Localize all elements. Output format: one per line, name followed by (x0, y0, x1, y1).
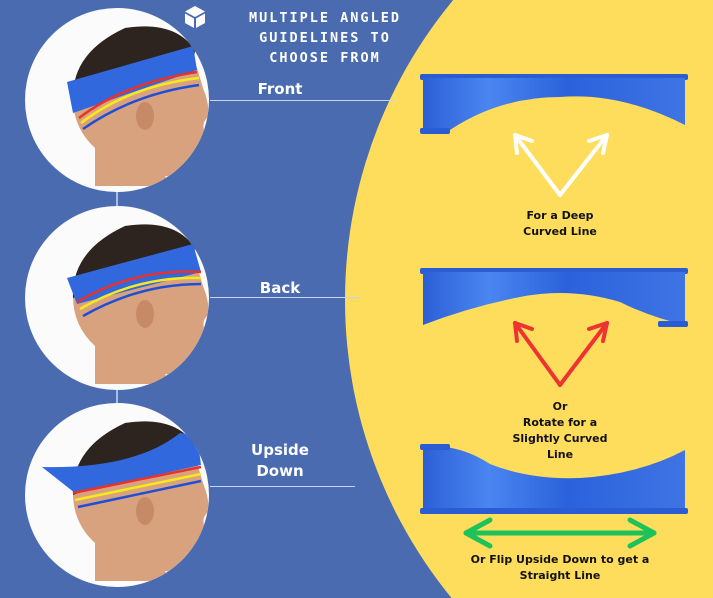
caption-deep-curve: For a Deep Curved Line (505, 208, 615, 240)
title-line-2: GUIDELINES TO (259, 30, 391, 46)
label-upside-down: Upside Down (240, 440, 320, 482)
headband-back-view (420, 268, 688, 327)
caption-deep-curve-line-2: Curved Line (523, 225, 597, 238)
white-v-arrows-icon (513, 133, 609, 197)
headband-upside-down-view (420, 444, 688, 514)
page-title: MULTIPLE ANGLED GUIDELINES TO CHOOSE FRO… (225, 8, 425, 68)
connector-2 (116, 388, 118, 406)
caption-straight-line-line-1: Or Flip Upside Down to get a (470, 553, 650, 566)
title-line-3: CHOOSE FROM (269, 50, 381, 66)
row-line-upside-down (210, 486, 355, 487)
row-line-front (210, 100, 395, 101)
caption-slight-curve-line-3: Slightly Curved (512, 432, 608, 445)
label-upside-down-line-1: Upside (251, 441, 309, 459)
head-image-front (25, 8, 209, 192)
connector-1 (116, 192, 118, 210)
caption-straight-line: Or Flip Upside Down to get a Straight Li… (455, 552, 665, 584)
caption-slight-curve: Or Rotate for a Slightly Curved Line (500, 399, 620, 463)
red-v-arrows-icon (513, 321, 609, 387)
caption-slight-curve-line-2: Rotate for a (522, 416, 598, 429)
caption-slight-curve-line-4: Line (546, 448, 574, 461)
head-image-back (25, 206, 209, 390)
caption-slight-curve-line-1: Or (552, 400, 568, 413)
title-line-1: MULTIPLE ANGLED (249, 10, 401, 26)
row-line-back (210, 297, 360, 298)
headband-front-view (420, 74, 688, 134)
green-double-arrow-icon (463, 517, 657, 549)
caption-deep-curve-line-1: For a Deep (526, 209, 594, 222)
head-image-upside-down (25, 403, 209, 587)
label-back: Back (259, 279, 301, 297)
caption-straight-line-line-2: Straight Line (519, 569, 601, 582)
label-upside-down-line-2: Down (256, 462, 304, 480)
cube-icon (185, 6, 205, 28)
label-front: Front (257, 80, 303, 98)
